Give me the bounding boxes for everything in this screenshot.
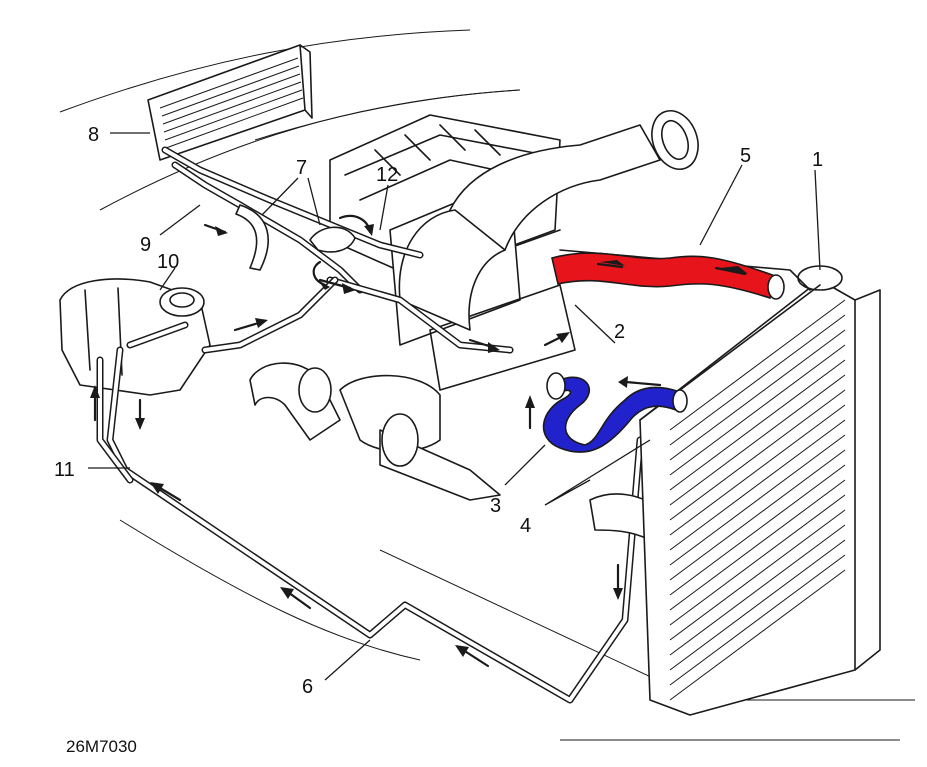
heater-hoses [235,204,356,271]
callout-6: 6 [302,676,313,698]
top-hose [551,252,785,300]
callout-10: 10 [157,251,179,273]
body-outline [59,29,915,741]
expansion-tank [59,278,211,396]
tank-return-pipe [201,276,339,354]
lower-hoses [249,362,661,541]
callout-12: 12 [376,164,398,186]
radiator [559,249,881,716]
callout-labels: 1 2 3 4 5 6 7 8 9 10 11 12 26M7030 [54,124,823,756]
leader-lines [88,132,821,681]
heater-pipes [161,146,514,354]
callout-9: 9 [140,234,151,256]
reference-code: 26M7030 [66,737,137,756]
air-intake-hose [398,110,699,331]
callout-3: 3 [490,495,501,517]
flow-arrows [90,214,623,668]
callout-1: 1 [812,149,823,171]
heater-matrix [147,44,313,161]
callout-7: 7 [296,157,307,179]
callout-5: 5 [740,145,751,167]
callout-4: 4 [520,515,531,537]
bleed-pipe [96,346,644,704]
callout-2: 2 [614,321,625,343]
callout-11: 11 [54,459,75,481]
bottom-hose [542,372,688,453]
callout-8: 8 [88,124,99,146]
